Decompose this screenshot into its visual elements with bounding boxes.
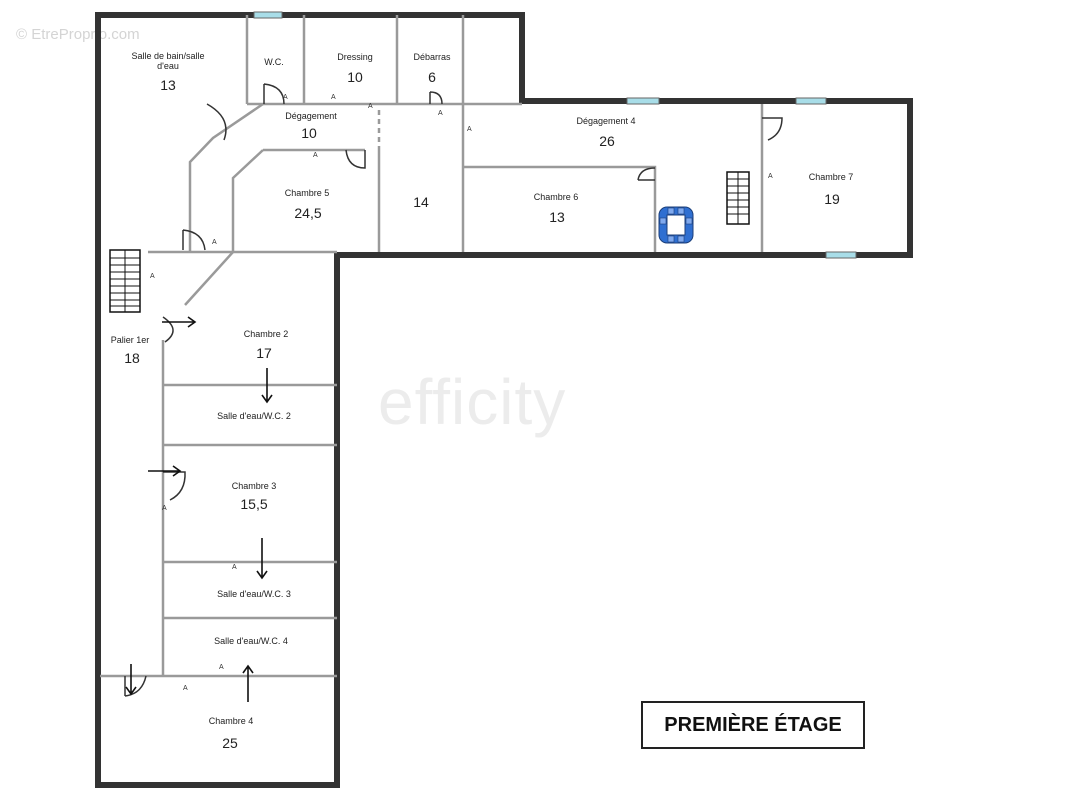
plan-title-box: PREMIÈRE ÉTAGE — [641, 701, 865, 749]
svg-text:Chambre 6: Chambre 6 — [534, 192, 579, 202]
svg-text:Chambre 4: Chambre 4 — [209, 716, 254, 726]
plan-title: PREMIÈRE ÉTAGE — [664, 713, 842, 736]
room-label-chambre7: Chambre 7 19 — [809, 172, 854, 207]
svg-text:A: A — [162, 505, 167, 512]
room-label-wc: W.C. — [264, 57, 284, 67]
svg-text:Débarras: Débarras — [413, 52, 451, 62]
svg-text:A: A — [232, 564, 237, 571]
svg-text:6: 6 — [428, 69, 436, 85]
svg-text:15,5: 15,5 — [240, 496, 267, 512]
room-label-palier: Palier 1er 18 — [111, 335, 150, 366]
svg-text:A: A — [219, 664, 224, 671]
svg-text:A: A — [368, 103, 373, 110]
brand-watermark: efficity — [378, 366, 567, 438]
svg-text:A: A — [331, 94, 336, 101]
svg-text:Palier 1er: Palier 1er — [111, 335, 150, 345]
staircase-right — [726, 171, 750, 225]
svg-text:Salle de bain/salle: Salle de bain/salle — [131, 51, 204, 61]
room-label-room14: 14 — [413, 194, 429, 210]
room-label-chambre3: Chambre 3 15,5 — [232, 481, 277, 512]
room-label-chambre2: Chambre 2 17 — [244, 329, 289, 361]
svg-text:W.C.: W.C. — [264, 57, 284, 67]
room-label-sdewc2: Salle d'eau/W.C. 2 — [217, 411, 291, 421]
svg-text:25: 25 — [222, 735, 238, 751]
svg-text:17: 17 — [256, 345, 272, 361]
svg-text:A: A — [768, 173, 773, 180]
svg-text:A: A — [313, 152, 318, 159]
svg-text:A: A — [183, 685, 188, 692]
direction-arrows — [125, 316, 273, 702]
room-label-chambre5: Chambre 5 24,5 — [285, 188, 330, 221]
svg-text:19: 19 — [824, 191, 840, 207]
svg-text:d'eau: d'eau — [157, 61, 179, 71]
room-label-sdewc4: Salle d'eau/W.C. 4 — [214, 636, 288, 646]
svg-text:A: A — [150, 273, 155, 280]
svg-text:Salle d'eau/W.C. 4: Salle d'eau/W.C. 4 — [214, 636, 288, 646]
svg-text:13: 13 — [549, 209, 565, 225]
room-label-dressing: Dressing 10 — [337, 52, 373, 85]
room-label-sdewc3: Salle d'eau/W.C. 3 — [217, 589, 291, 599]
svg-text:A: A — [283, 94, 288, 101]
svg-text:A: A — [438, 110, 443, 117]
svg-text:Dégagement 4: Dégagement 4 — [576, 116, 635, 126]
room-label-degagement4: Dégagement 4 26 — [576, 116, 635, 149]
door-swings — [124, 83, 783, 697]
svg-text:Chambre 2: Chambre 2 — [244, 329, 289, 339]
room-label-chambre4: Chambre 4 25 — [209, 716, 254, 751]
svg-text:Salle d'eau/W.C. 3: Salle d'eau/W.C. 3 — [217, 589, 291, 599]
svg-text:Chambre 7: Chambre 7 — [809, 172, 854, 182]
staircase-left — [109, 249, 141, 313]
svg-text:Salle d'eau/W.C. 2: Salle d'eau/W.C. 2 — [217, 411, 291, 421]
watermark-text: © EtreProprio.com — [16, 26, 140, 43]
room-label-debarras: Débarras 6 — [413, 52, 451, 85]
svg-text:Dressing: Dressing — [337, 52, 373, 62]
svg-text:10: 10 — [301, 125, 317, 141]
svg-text:Dégagement: Dégagement — [285, 111, 337, 121]
svg-text:A: A — [212, 239, 217, 246]
svg-text:10: 10 — [347, 69, 363, 85]
svg-text:A: A — [467, 126, 472, 133]
svg-text:26: 26 — [599, 133, 615, 149]
table-furniture — [658, 206, 694, 244]
room-label-chambre6: Chambre 6 13 — [534, 192, 579, 225]
svg-text:Chambre 5: Chambre 5 — [285, 188, 330, 198]
svg-text:Chambre 3: Chambre 3 — [232, 481, 277, 491]
door-markers: A A A A A A A A A A A A A — [150, 94, 773, 692]
svg-text:18: 18 — [124, 350, 140, 366]
interior-partitions — [100, 15, 764, 678]
windows — [253, 11, 857, 259]
exterior-wall — [95, 12, 913, 788]
room-label-sdb1: Salle de bain/salle d'eau 13 — [131, 51, 204, 93]
svg-text:13: 13 — [160, 77, 176, 93]
svg-text:24,5: 24,5 — [294, 205, 321, 221]
svg-text:14: 14 — [413, 194, 429, 210]
room-label-degagement: Dégagement 10 — [285, 111, 337, 141]
